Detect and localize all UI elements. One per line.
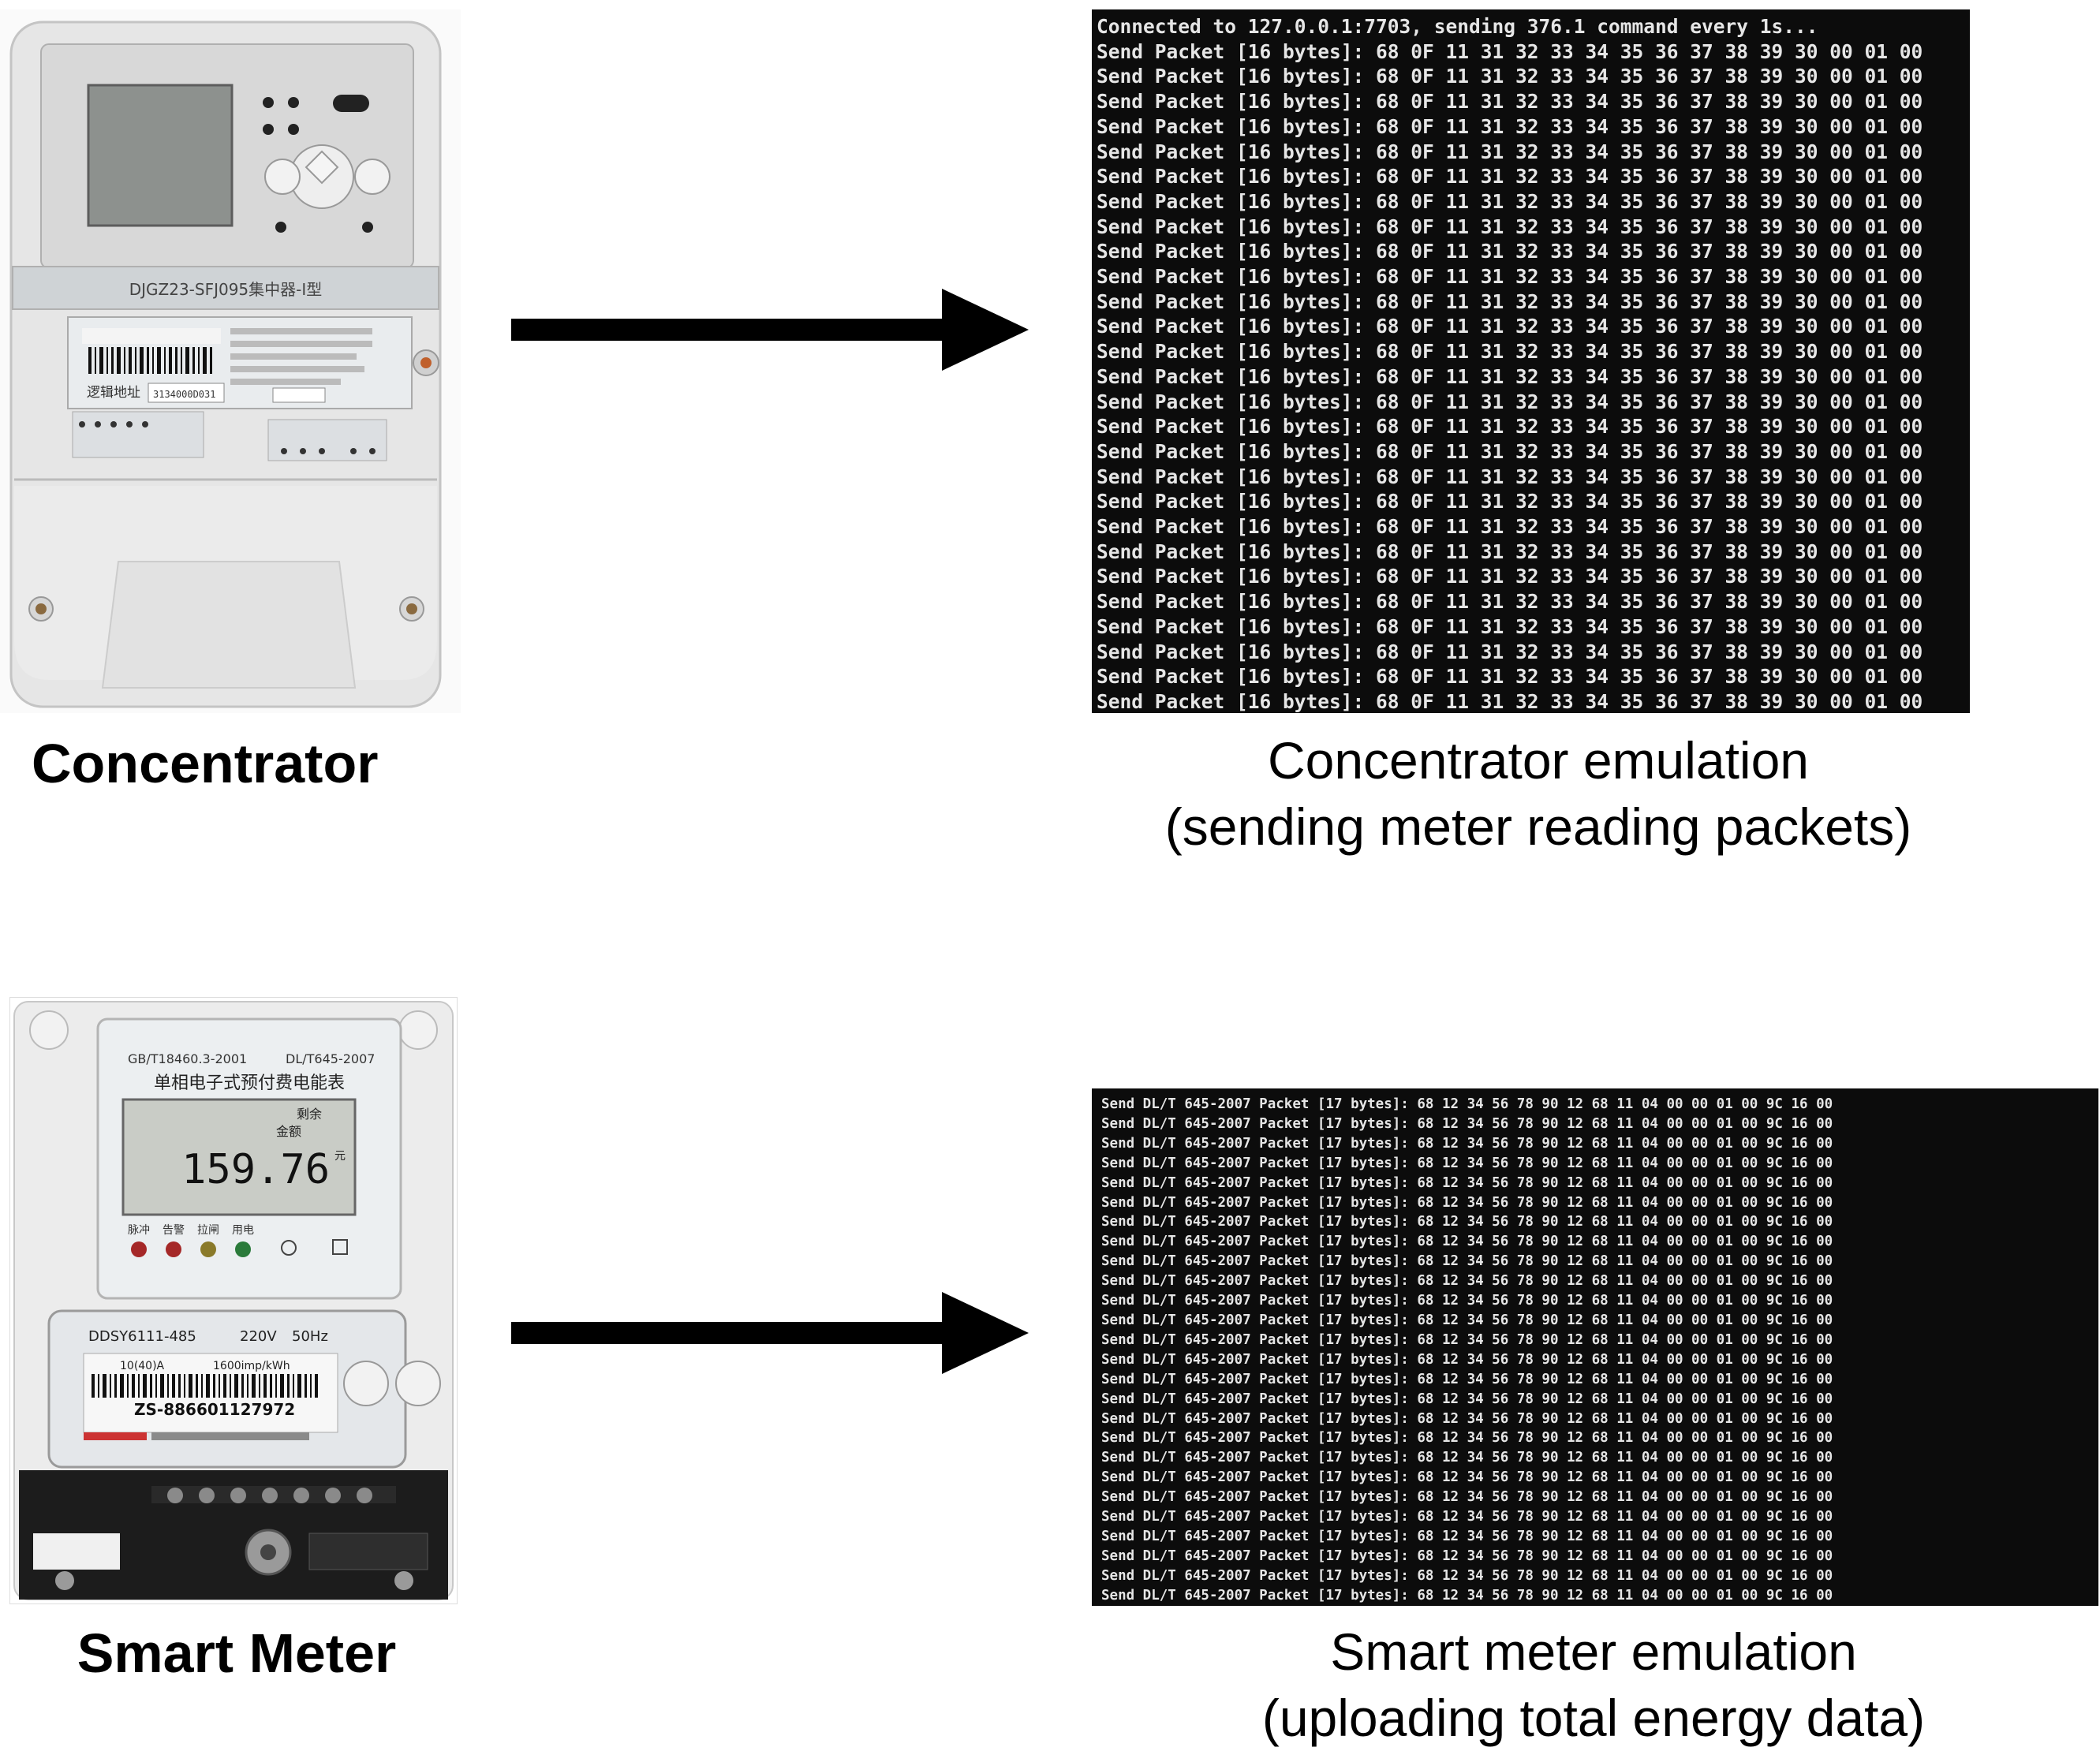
concentrator-emulation-caption-line2: (sending meter reading packets) bbox=[1164, 797, 1912, 856]
terminal-packet-line: Send DL/T 645-2007 Packet [17 bytes]: 68… bbox=[1101, 1450, 1833, 1466]
concentrator-address-value: 3134000D031 bbox=[153, 389, 215, 400]
meter-model: DDSY6111-485 bbox=[88, 1328, 196, 1345]
terminal-packet-line: Send DL/T 645-2007 Packet [17 bytes]: 68… bbox=[1101, 1391, 1833, 1407]
terminal-header-line: Connected to 127.0.0.1:7703, sending 376… bbox=[1097, 15, 1818, 38]
meter-indicator-label-1: 脉冲 bbox=[128, 1224, 150, 1237]
terminal-packet-line: Send Packet [16 bytes]: 68 0F 11 31 32 3… bbox=[1097, 240, 1923, 263]
concentrator-label: Concentrator bbox=[32, 733, 379, 794]
terminal-packet-line: Send DL/T 645-2007 Packet [17 bytes]: 68… bbox=[1101, 1135, 1833, 1152]
meter-serial: ZS-886601127972 bbox=[134, 1400, 295, 1419]
terminal-packet-line: Send Packet [16 bytes]: 68 0F 11 31 32 3… bbox=[1097, 39, 1923, 63]
arrow-right-icon bbox=[511, 289, 1029, 371]
terminal-packet-line: Send DL/T 645-2007 Packet [17 bytes]: 68… bbox=[1101, 1410, 1833, 1427]
terminal-packet-line: Send Packet [16 bytes]: 68 0F 11 31 32 3… bbox=[1097, 590, 1923, 614]
terminal-packet-line: Send Packet [16 bytes]: 68 0F 11 31 32 3… bbox=[1097, 490, 1923, 513]
terminal-packet-line: Send DL/T 645-2007 Packet [17 bytes]: 68… bbox=[1101, 1430, 1833, 1447]
terminal-packet-line: Send Packet [16 bytes]: 68 0F 11 31 32 3… bbox=[1097, 189, 1923, 213]
terminal-packet-line: Send DL/T 645-2007 Packet [17 bytes]: 68… bbox=[1101, 1469, 1833, 1486]
terminal-packet-line: Send Packet [16 bytes]: 68 0F 11 31 32 3… bbox=[1097, 539, 1923, 563]
terminal-packet-line: Send DL/T 645-2007 Packet [17 bytes]: 68… bbox=[1101, 1351, 1833, 1368]
meter-current: 10(40)A bbox=[120, 1360, 165, 1372]
terminal-packet-line: Send DL/T 645-2007 Packet [17 bytes]: 68… bbox=[1101, 1253, 1833, 1270]
terminal-packet-line: Send DL/T 645-2007 Packet [17 bytes]: 68… bbox=[1101, 1528, 1833, 1544]
meter-lcd-line1: 剩余 bbox=[297, 1107, 322, 1122]
terminal-packet-line: Send Packet [16 bytes]: 68 0F 11 31 32 3… bbox=[1097, 390, 1923, 413]
terminal-packet-line: Send DL/T 645-2007 Packet [17 bytes]: 68… bbox=[1101, 1096, 1833, 1112]
meter-lcd-value: 159.76 bbox=[181, 1146, 330, 1193]
terminal-packet-lines: Send Packet [16 bytes]: 68 0F 11 31 32 3… bbox=[1097, 39, 1970, 713]
arrow-right-icon bbox=[511, 1292, 1029, 1374]
smart-meter-emulation-caption: Smart meter emulation (uploading total e… bbox=[1160, 1618, 2027, 1751]
terminal-packet-line: Send Packet [16 bytes]: 68 0F 11 31 32 3… bbox=[1097, 165, 1923, 189]
terminal-packet-lines: Send DL/T 645-2007 Packet [17 bytes]: 68… bbox=[1101, 1095, 2098, 1606]
concentrator-emulation-caption: Concentrator emulation (sending meter re… bbox=[1104, 727, 1972, 860]
concentrator-emulation-caption-line1: Concentrator emulation bbox=[1267, 731, 1810, 790]
terminal-packet-line: Send DL/T 645-2007 Packet [17 bytes]: 68… bbox=[1101, 1548, 1833, 1564]
meter-lcd-line2: 金额 bbox=[276, 1124, 301, 1139]
terminal-packet-line: Send Packet [16 bytes]: 68 0F 11 31 32 3… bbox=[1097, 465, 1923, 488]
concentrator-photo: DJGZ23-SFJ095集中器-Ⅰ型 逻辑地址 3134000D031 bbox=[0, 9, 461, 713]
terminal-packet-line: Send DL/T 645-2007 Packet [17 bytes]: 68… bbox=[1101, 1293, 1833, 1309]
terminal-packet-line: Send Packet [16 bytes]: 68 0F 11 31 32 3… bbox=[1097, 90, 1923, 114]
concentrator-barcode bbox=[88, 347, 212, 374]
terminal-packet-line: Send DL/T 645-2007 Packet [17 bytes]: 68… bbox=[1101, 1509, 1833, 1525]
terminal-packet-line: Send Packet [16 bytes]: 68 0F 11 31 32 3… bbox=[1097, 439, 1923, 463]
terminal-packet-line: Send DL/T 645-2007 Packet [17 bytes]: 68… bbox=[1101, 1234, 1833, 1250]
terminal-packet-line: Send Packet [16 bytes]: 68 0F 11 31 32 3… bbox=[1097, 665, 1923, 689]
terminal-packet-line: Send DL/T 645-2007 Packet [17 bytes]: 68… bbox=[1101, 1194, 1833, 1211]
terminal-packet-line: Send Packet [16 bytes]: 68 0F 11 31 32 3… bbox=[1097, 614, 1923, 638]
terminal-packet-line: Send Packet [16 bytes]: 68 0F 11 31 32 3… bbox=[1097, 640, 1923, 663]
smart-meter-label: Smart Meter bbox=[77, 1622, 397, 1684]
meter-indicator-label-4: 用电 bbox=[232, 1224, 254, 1237]
meter-standard-left: GB/T18460.3-2001 bbox=[128, 1051, 247, 1066]
terminal-packet-line: Send DL/T 645-2007 Packet [17 bytes]: 68… bbox=[1101, 1155, 1833, 1171]
terminal-packet-line: Send Packet [16 bytes]: 68 0F 11 31 32 3… bbox=[1097, 215, 1923, 238]
smart-meter-device-illustration: GB/T18460.3-2001 DL/T645-2007 单相电子式预付费电能… bbox=[9, 996, 458, 1605]
smart-meter-emulation-caption-line2: (uploading total energy data) bbox=[1261, 1689, 1926, 1747]
meter-title: 单相电子式预付费电能表 bbox=[154, 1073, 345, 1093]
terminal-packet-line: Send Packet [16 bytes]: 68 0F 11 31 32 3… bbox=[1097, 265, 1923, 289]
meter-standard-right: DL/T645-2007 bbox=[286, 1051, 375, 1066]
terminal-packet-line: Send Packet [16 bytes]: 68 0F 11 31 32 3… bbox=[1097, 289, 1923, 313]
terminal-packet-line: Send DL/T 645-2007 Packet [17 bytes]: 68… bbox=[1101, 1214, 1833, 1230]
concentrator-address-label: 逻辑地址 bbox=[87, 385, 140, 401]
terminal-packet-line: Send DL/T 645-2007 Packet [17 bytes]: 68… bbox=[1101, 1312, 1833, 1328]
meter-voltage: 220V bbox=[240, 1328, 277, 1345]
smart-meter-photo: GB/T18460.3-2001 DL/T645-2007 单相电子式预付费电能… bbox=[9, 996, 458, 1605]
meter-indicator-label-3: 拉闸 bbox=[197, 1224, 219, 1237]
terminal-packet-line: Send DL/T 645-2007 Packet [17 bytes]: 68… bbox=[1101, 1587, 1833, 1604]
terminal-packet-line: Send DL/T 645-2007 Packet [17 bytes]: 68… bbox=[1101, 1115, 1833, 1132]
meter-lcd-unit: 元 bbox=[334, 1150, 346, 1163]
terminal-packet-line: Send DL/T 645-2007 Packet [17 bytes]: 68… bbox=[1101, 1273, 1833, 1290]
meter-barcode bbox=[92, 1374, 318, 1398]
concentrator-title: DJGZ23-SFJ095集中器-Ⅰ型 bbox=[129, 280, 323, 299]
meter-constant: 1600imp/kWh bbox=[213, 1360, 290, 1372]
terminal-packet-line: Send Packet [16 bytes]: 68 0F 11 31 32 3… bbox=[1097, 565, 1923, 588]
terminal-packet-line: Send DL/T 645-2007 Packet [17 bytes]: 68… bbox=[1101, 1174, 1833, 1191]
terminal-packet-line: Send Packet [16 bytes]: 68 0F 11 31 32 3… bbox=[1097, 315, 1923, 338]
terminal-packet-line: Send Packet [16 bytes]: 68 0F 11 31 32 3… bbox=[1097, 114, 1923, 138]
terminal-packet-line: Send DL/T 645-2007 Packet [17 bytes]: 68… bbox=[1101, 1331, 1833, 1348]
terminal-packet-line: Send DL/T 645-2007 Packet [17 bytes]: 68… bbox=[1101, 1489, 1833, 1506]
meter-frequency: 50Hz bbox=[292, 1328, 328, 1345]
smart-meter-emulation-caption-line1: Smart meter emulation bbox=[1330, 1622, 1857, 1681]
terminal-packet-line: Send Packet [16 bytes]: 68 0F 11 31 32 3… bbox=[1097, 364, 1923, 388]
terminal-packet-line: Send Packet [16 bytes]: 68 0F 11 31 32 3… bbox=[1097, 65, 1923, 88]
terminal-packet-line: Send Packet [16 bytes]: 68 0F 11 31 32 3… bbox=[1097, 140, 1923, 163]
terminal-packet-line: Send Packet [16 bytes]: 68 0F 11 31 32 3… bbox=[1097, 415, 1923, 439]
terminal-packet-line: Send Packet [16 bytes]: 68 0F 11 31 32 3… bbox=[1097, 340, 1923, 364]
terminal-packet-line: Send DL/T 645-2007 Packet [17 bytes]: 68… bbox=[1101, 1371, 1833, 1387]
terminal-packet-line: Send DL/T 645-2007 Packet [17 bytes]: 68… bbox=[1101, 1567, 1833, 1584]
terminal-packet-line: Send Packet [16 bytes]: 68 0F 11 31 32 3… bbox=[1097, 515, 1923, 539]
meter-indicator-label-2: 告警 bbox=[163, 1224, 185, 1237]
terminal-packet-line: Send Packet [16 bytes]: 68 0F 11 31 32 3… bbox=[1097, 689, 1923, 713]
concentrator-device-illustration: DJGZ23-SFJ095集中器-Ⅰ型 逻辑地址 3134000D031 bbox=[0, 9, 461, 713]
concentrator-emulation-terminal: Connected to 127.0.0.1:7703, sending 376… bbox=[1092, 9, 1970, 713]
smart-meter-emulation-terminal: Send DL/T 645-2007 Packet [17 bytes]: 68… bbox=[1092, 1088, 2098, 1606]
